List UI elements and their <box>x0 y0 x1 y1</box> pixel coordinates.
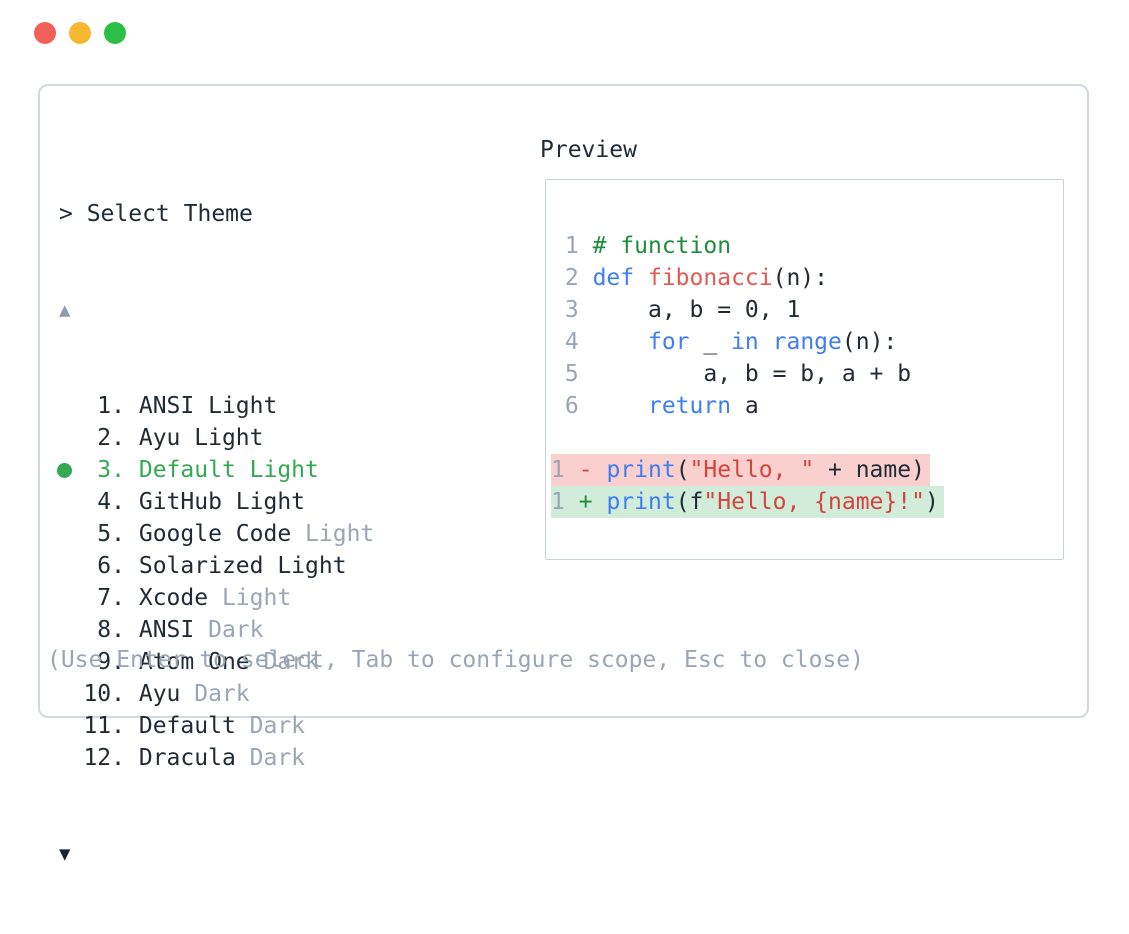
theme-list-item[interactable]: 2. Ayu Light <box>59 422 374 454</box>
theme-item-label: Dark <box>208 617 264 643</box>
scroll-down-icon[interactable]: ▼ <box>59 843 71 865</box>
theme-item-number: 1. <box>97 393 125 419</box>
theme-item-label: Ayu Light <box>138 425 264 451</box>
theme-item-label: ANSI Light <box>138 393 278 419</box>
theme-item-label: Dark <box>263 649 319 675</box>
theme-list-item[interactable]: 8. ANSI Dark <box>59 614 374 646</box>
code-line: 4 for _ in range(n): <box>564 329 898 355</box>
keyboard-hint: (Use Enter to select, Tab to configure s… <box>47 647 864 673</box>
diff-removed-line: 1 - print("Hello, " + name) <box>551 454 930 486</box>
theme-item-number: 3. <box>97 457 125 483</box>
diff-added-line: 1 + print(f"Hello, {name}!") <box>551 486 944 518</box>
theme-list-item[interactable]: 4. GitHub Light <box>59 486 374 518</box>
theme-item-label: ANSI <box>138 617 209 643</box>
theme-item-label: Dark <box>249 745 306 771</box>
close-button[interactable] <box>34 22 56 44</box>
code-line: 6 return a <box>564 393 759 419</box>
theme-item-number: 4. <box>97 489 125 515</box>
theme-item-label: Dark <box>249 713 306 739</box>
theme-item-number: 9. <box>97 649 125 675</box>
theme-item-number: 10. <box>83 681 125 707</box>
theme-item-label: Default Light <box>138 457 319 483</box>
theme-list-item[interactable]: 10. Ayu Dark <box>59 678 374 710</box>
theme-list-item[interactable]: 3. Default Light <box>57 454 374 486</box>
theme-item-number: 5. <box>97 521 125 547</box>
code-line: 1 # function <box>564 233 732 259</box>
preview-title: Preview <box>540 137 637 163</box>
theme-item-number: 7. <box>97 585 125 611</box>
theme-list-item[interactable]: 11. Default Dark <box>59 710 374 742</box>
code-blank-line <box>551 422 1063 454</box>
theme-item-number: 6. <box>97 553 125 579</box>
code-line: 3 a, b = 0, 1 <box>564 297 801 323</box>
code-line: 2 def fibonacci(n): <box>564 265 828 291</box>
theme-item-label: Solarized Light <box>138 553 347 579</box>
theme-item-label: Ayu <box>138 681 195 707</box>
minimize-button[interactable] <box>69 22 91 44</box>
theme-item-number: 12. <box>83 745 125 771</box>
theme-item-label: Xcode <box>138 585 222 611</box>
select-theme-prompt: > Select Theme <box>59 201 253 227</box>
theme-item-label: GitHub Light <box>138 489 306 515</box>
theme-item-label: Google Code <box>138 521 306 547</box>
code-line: 5 a, b = b, a + b <box>564 361 912 387</box>
theme-list-item[interactable]: 5. Google Code Light <box>59 518 374 550</box>
theme-item-number: 11. <box>83 713 125 739</box>
theme-list-item[interactable]: 7. Xcode Light <box>59 582 374 614</box>
theme-item-label: Default <box>138 713 250 739</box>
theme-list-item[interactable]: 6. Solarized Light <box>59 550 374 582</box>
theme-item-label: Dark <box>194 681 250 707</box>
theme-list-item[interactable]: 12. Dracula Dark <box>59 742 374 774</box>
theme-item-label: Light <box>305 521 375 547</box>
selected-dot-icon <box>57 463 72 478</box>
preview-code: 1 # function 2 def fibonacci(n): 3 a, b … <box>545 179 1064 560</box>
theme-item-label: Light <box>221 585 292 611</box>
theme-list-item[interactable]: 1. ANSI Light <box>59 390 374 422</box>
theme-item-label: Atom One <box>138 649 264 675</box>
theme-item-number: 2. <box>97 425 125 451</box>
window-controls <box>34 22 126 44</box>
theme-list-item[interactable]: 9. Atom One Dark <box>59 646 374 678</box>
scroll-up-icon[interactable]: ▲ <box>59 299 71 321</box>
theme-item-label: Dracula <box>138 745 250 771</box>
theme-item-number: 8. <box>97 617 125 643</box>
zoom-button[interactable] <box>104 22 126 44</box>
